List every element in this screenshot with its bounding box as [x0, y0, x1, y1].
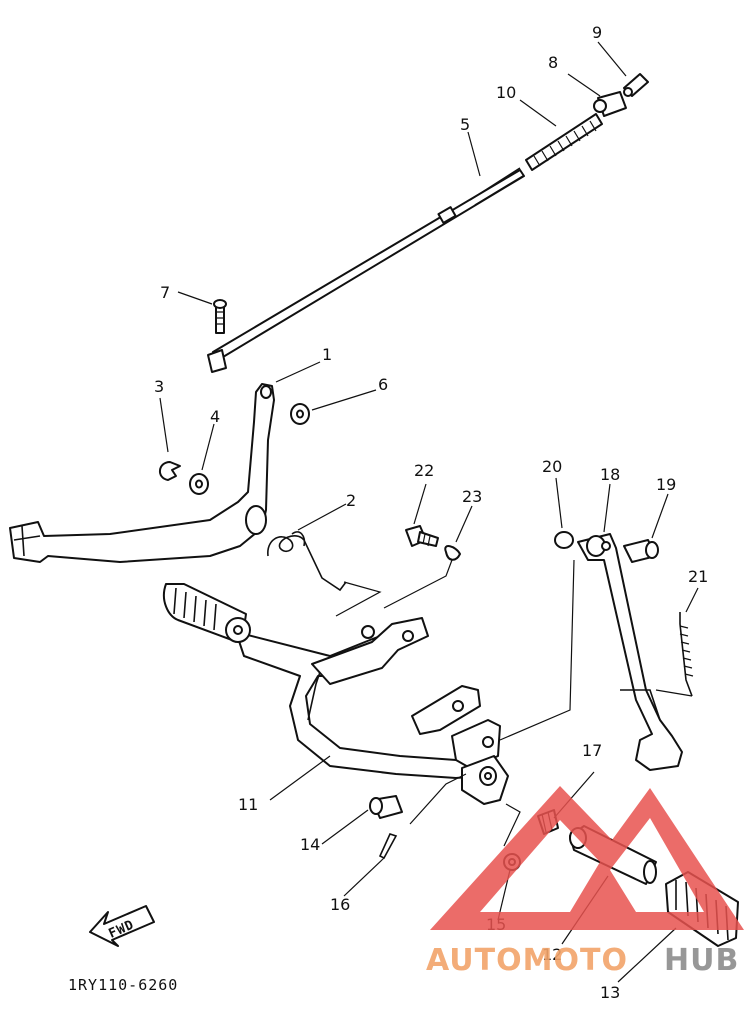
clip-3	[159, 461, 181, 481]
callout-14: 14	[300, 835, 320, 854]
bolt-19	[623, 539, 659, 563]
callout-8: 8	[548, 53, 558, 72]
bolt-22	[405, 525, 439, 547]
callout-5: 5	[460, 115, 470, 134]
return-spring-2	[267, 531, 347, 592]
brake-rod-joint	[593, 91, 627, 117]
callout-7: 7	[160, 283, 170, 302]
callout-3: 3	[154, 377, 164, 396]
side-stand	[577, 533, 683, 771]
brake-pedal	[9, 383, 275, 563]
callout-11: 11	[238, 795, 258, 814]
callout-21: 21	[688, 567, 708, 586]
logo-mark-icon	[430, 786, 744, 930]
brake-rod-spring	[525, 113, 603, 171]
cotter-pin-16	[378, 833, 398, 860]
callout-2: 2	[346, 491, 356, 510]
callout-6: 6	[378, 375, 388, 394]
washer-6	[290, 403, 310, 425]
fwd-arrow-icon: FWD	[89, 905, 155, 947]
automotohub-logo	[430, 786, 744, 930]
footrest-left	[162, 583, 251, 643]
callout-1: 1	[322, 345, 332, 364]
callout-10: 10	[496, 83, 516, 102]
footrest-bracket-lower	[411, 685, 509, 805]
brake-rod	[207, 167, 525, 373]
washer-4	[189, 473, 209, 495]
watermark-brand-part2: HUB	[664, 943, 739, 978]
pin-14	[369, 795, 403, 819]
figure-code: 1RY110-6260	[68, 976, 178, 994]
pin-7	[213, 299, 227, 334]
spring-21	[679, 612, 694, 697]
callout-16: 16	[330, 895, 350, 914]
cotter-pin-9	[623, 73, 649, 97]
spacer-20	[554, 531, 574, 549]
callout-12: 12	[542, 945, 562, 964]
watermark-brand-part1: AUTOMOTO	[426, 943, 628, 978]
callout-20: 20	[542, 457, 562, 476]
callout-4: 4	[210, 407, 220, 426]
callout-17: 17	[582, 741, 602, 760]
callout-23: 23	[462, 487, 482, 506]
callout-9: 9	[592, 23, 602, 42]
footrest-bracket-upper	[311, 617, 429, 685]
callout-18: 18	[600, 465, 620, 484]
washer-23	[444, 545, 461, 561]
callout-22: 22	[414, 461, 434, 480]
callout-13: 13	[600, 983, 620, 1002]
callout-19: 19	[656, 475, 676, 494]
